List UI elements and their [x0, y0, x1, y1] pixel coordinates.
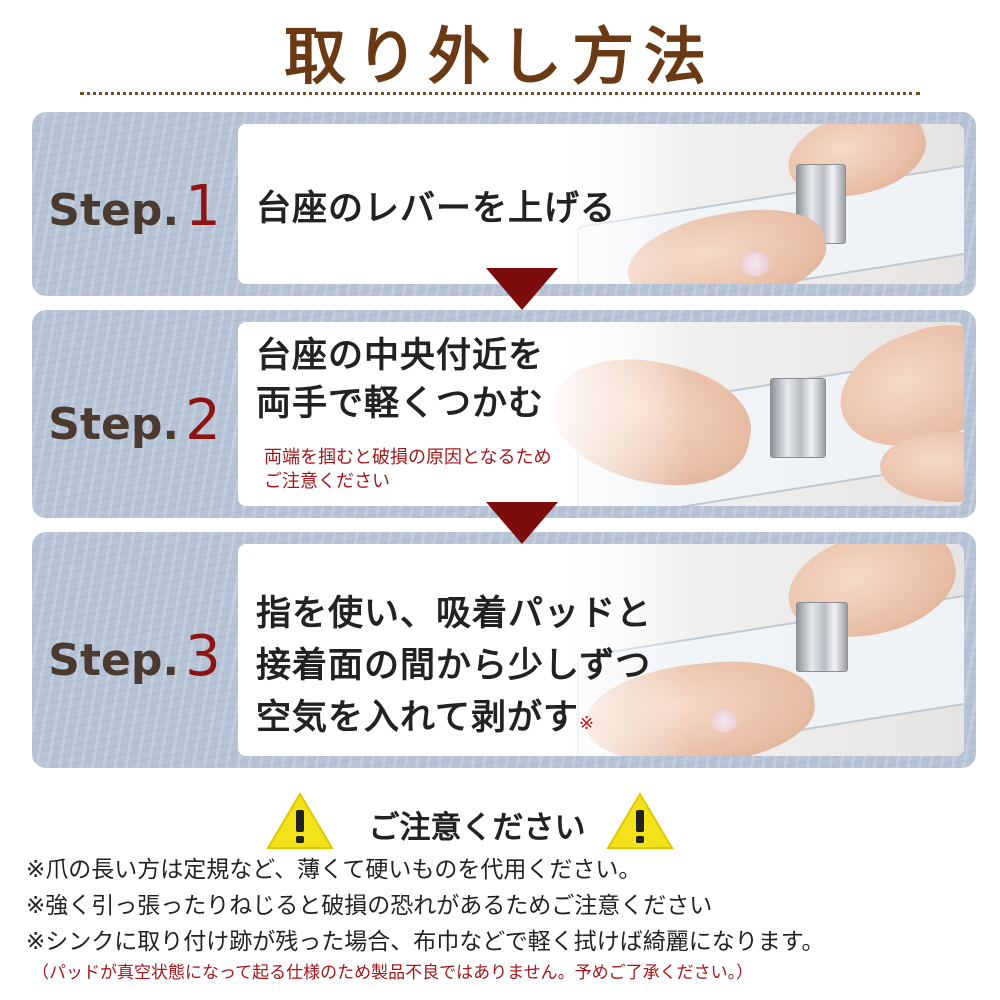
asterisk-mark: ※	[578, 713, 596, 734]
step-number: 3	[185, 624, 221, 689]
warning-triangle-icon	[606, 792, 674, 849]
caution-item: ※爪の長い方は定規など、薄くて硬いものを代用ください。	[26, 857, 642, 883]
step-word: Step.	[48, 399, 180, 450]
step-number: 1	[185, 174, 221, 239]
caution-item: ※強く引っ張ったりねじると破損の恐れがあるためご注意ください	[26, 893, 713, 919]
dotted-divider	[80, 92, 920, 95]
instruction-line: 指を使い、吸着パッドと	[256, 594, 653, 634]
step-3-label: Step.3	[32, 624, 237, 689]
step-word: Step.	[48, 635, 180, 686]
caution-list: ※爪の長い方は定規など、薄くて硬いものを代用ください。 ※強く引っ張ったりねじる…	[26, 852, 986, 986]
step-3-card	[238, 544, 964, 756]
caution-item: ※シンクに取り付け跡が残った場合、布巾などで軽く拭けば綺麗になります。	[26, 929, 825, 955]
step-1-card	[238, 124, 964, 284]
step-2-instruction: 台座の中央付近を 両手で軽くつかむ	[256, 332, 544, 428]
step-number: 2	[185, 388, 221, 453]
instruction-line: 空気を入れて剥がす※	[256, 692, 652, 750]
instruction-line: 接着面の間から少しずつ	[256, 646, 652, 686]
step-1-instruction: 台座のレバーを上げる	[256, 189, 617, 229]
instruction-text: 空気を入れて剥がす	[256, 698, 579, 738]
caution-footnote: （パッドが真空状態になって起る仕様のため製品不良ではありません。予めご了承くださ…	[32, 963, 754, 983]
step-1-label: Step.1	[32, 174, 237, 239]
step-3-instruction: 指を使い、吸着パッドと 接着面の間から少しずつ 空気を入れて剥がす※	[256, 588, 652, 750]
instruction-line: 両手で軽くつかむ	[256, 384, 545, 424]
step-word: Step.	[48, 185, 180, 236]
down-arrow-icon	[486, 502, 558, 544]
caution-title: ご注意ください	[368, 810, 586, 846]
step-2-photo	[541, 322, 964, 506]
step-3-panel: Step.3 指を使い、吸着パッドと 接着面の間から少しずつ 空気を入れて剥がす…	[32, 532, 976, 768]
step-1-photo	[542, 124, 964, 284]
page-title: 取り外し方法	[283, 20, 716, 93]
caution-header: ご注意ください	[0, 788, 1000, 849]
step-1-panel: Step.1 台座のレバーを上げる	[32, 112, 976, 296]
step-2-panel: Step.2 台座の中央付近を 両手で軽くつかむ 両端を掴むと破損の原因となるた…	[32, 310, 976, 518]
instruction-line: 台座の中央付近を	[256, 336, 545, 376]
step-2-label: Step.2	[32, 388, 237, 453]
step-2-note: 両端を掴むと破損の原因となるため ご注意ください	[264, 446, 552, 494]
note-line: ご注意ください	[264, 471, 390, 492]
note-line: 両端を掴むと破損の原因となるため	[264, 447, 552, 468]
warning-triangle-icon	[266, 792, 334, 849]
down-arrow-icon	[486, 268, 558, 310]
step-3-photo	[542, 544, 964, 756]
step-2-card	[238, 322, 964, 506]
